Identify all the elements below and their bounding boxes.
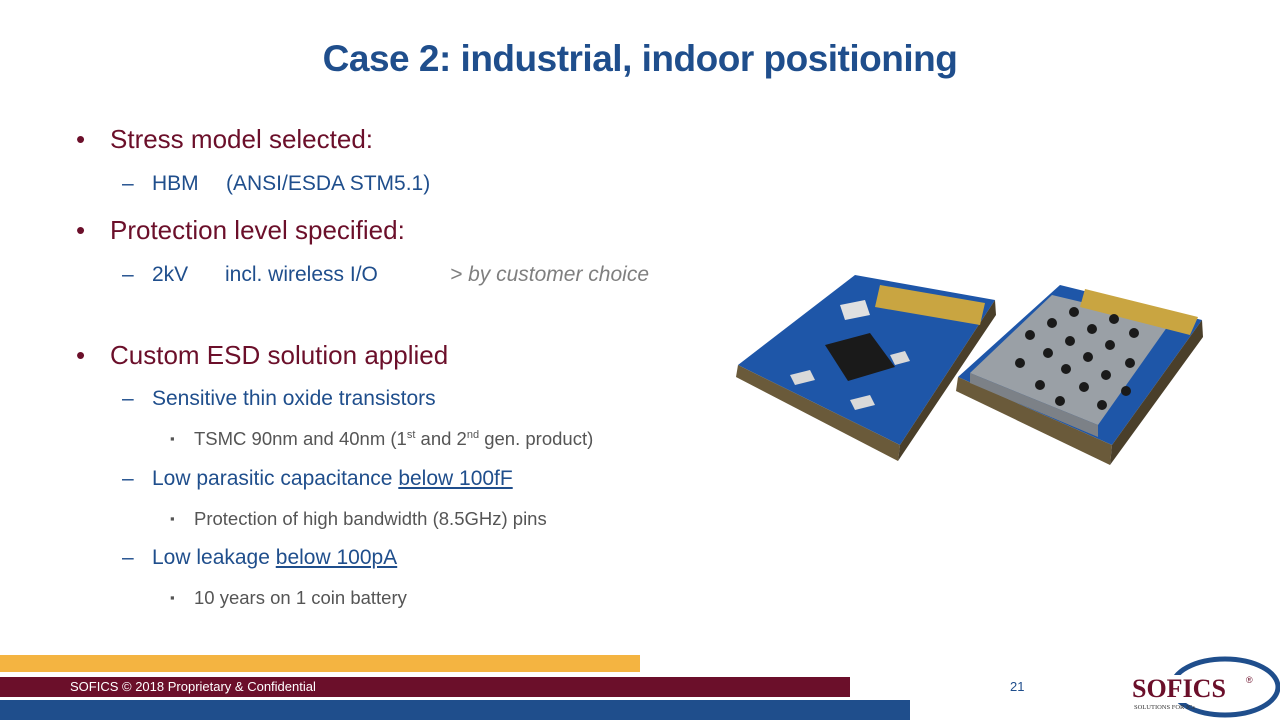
bullet-text-secondary: incl. wireless I/O [225, 263, 378, 286]
bullet-text-secondary: (ANSI/ESDA STM5.1) [226, 172, 431, 195]
bullet-square: ▪ [170, 431, 175, 446]
bullet-text: 2kV [152, 263, 189, 286]
footer-bar-blue [0, 700, 910, 720]
bullet-dot: • [76, 215, 86, 245]
wireless-module-photo [736, 275, 1203, 465]
bullet-text: Stress model selected: [110, 124, 374, 154]
bullet-text: Sensitive thin oxide transistors [152, 387, 436, 410]
bullet-dash: – [122, 172, 134, 195]
bullet-dash: – [122, 467, 134, 490]
bullet-text: Low leakage below 100pA [152, 546, 398, 569]
bullet-dash: – [122, 546, 134, 569]
module-pcb-open [736, 275, 996, 461]
bullet-dot: • [76, 340, 86, 370]
bullet-text: TSMC 90nm and 40nm (1st and 2nd gen. pro… [194, 428, 594, 449]
leakage-link[interactable]: below 100pA [275, 546, 398, 569]
bullet-square: ▪ [170, 590, 175, 605]
customer-choice-note: > by customer choice [450, 263, 650, 286]
sofics-logo: SOFICS ® SOLUTIONS FOR ICs [1130, 656, 1280, 718]
footer-bar-orange [0, 655, 640, 672]
bullet-dash: – [122, 263, 134, 286]
bullet-text: Protection level specified: [110, 215, 405, 245]
bullet-text: Protection of high bandwidth (8.5GHz) pi… [194, 508, 547, 529]
slide-title: Case 2: industrial, indoor positioning [322, 38, 958, 79]
bullet-square: ▪ [170, 511, 175, 526]
page-number: 21 [1010, 679, 1025, 694]
bullet-dash: – [122, 387, 134, 410]
logo-brand: SOFICS [1132, 674, 1226, 703]
bullet-text: Custom ESD solution applied [110, 340, 449, 370]
capacitance-link[interactable]: below 100fF [398, 467, 513, 490]
bullet-text: 10 years on 1 coin battery [194, 587, 407, 608]
bullet-text: HBM [152, 172, 199, 195]
module-shielded [956, 285, 1203, 465]
logo-registered: ® [1246, 675, 1253, 685]
logo-tagline: SOLUTIONS FOR ICs [1134, 704, 1196, 711]
bullet-dot: • [76, 124, 86, 154]
footer-bar-maroon [0, 677, 850, 697]
bullet-text: Low parasitic capacitance below 100fF [152, 467, 513, 490]
footer-copyright: SOFICS © 2018 Proprietary & Confidential [70, 679, 316, 694]
